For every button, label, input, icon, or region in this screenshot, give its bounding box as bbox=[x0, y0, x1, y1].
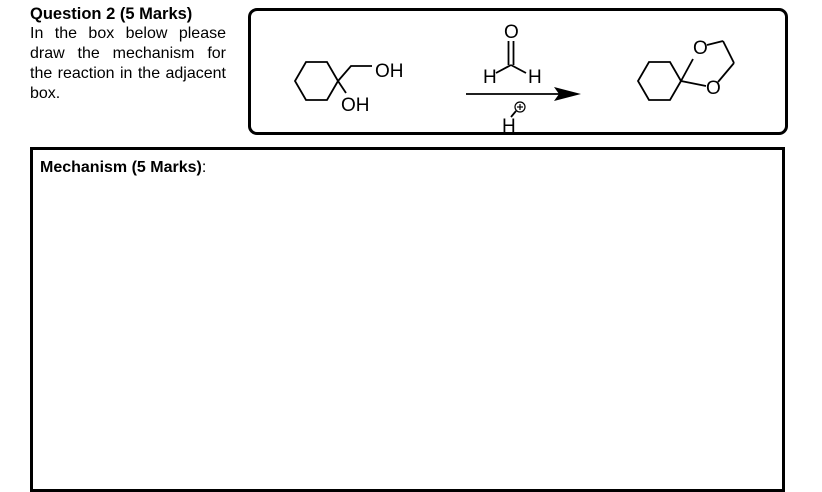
reactant-ch2oh-bond bbox=[337, 65, 372, 82]
mechanism-label: Mechanism (5 Marks): bbox=[40, 158, 206, 178]
mechanism-label-title: Mechanism (5 Marks) bbox=[40, 159, 202, 176]
formaldehyde-bond-right bbox=[510, 64, 527, 74]
question-title: Question 2 (5 Marks) bbox=[30, 5, 193, 23]
reaction-box: OH OH O H H H O O bbox=[248, 8, 788, 137]
product-c-o-top bbox=[680, 58, 694, 82]
catalyst-bond bbox=[510, 110, 517, 118]
product-ch2-o-bottom bbox=[717, 62, 735, 83]
question-text: In the box below please draw the mechani… bbox=[30, 25, 226, 102]
reaction-scheme: OH OH O H H H O O bbox=[293, 22, 735, 137]
positive-charge-circle bbox=[514, 101, 526, 113]
mechanism-label-suffix: : bbox=[201, 159, 207, 176]
formaldehyde-h-left-label: H bbox=[483, 67, 497, 88]
product-o-top-label: O bbox=[693, 38, 708, 59]
reactant-oh-bond bbox=[337, 80, 347, 94]
reactant-oh-top-label: OH bbox=[375, 61, 404, 82]
product-o-ch2-top bbox=[706, 40, 724, 46]
formaldehyde-bond-left bbox=[495, 64, 512, 74]
mechanism-answer-box[interactable]: Mechanism (5 Marks): bbox=[30, 147, 785, 492]
reaction-arrowhead bbox=[554, 87, 581, 101]
product-c-o-bottom bbox=[680, 80, 707, 87]
formaldehyde-o-label: O bbox=[504, 22, 519, 43]
reactant-cyclohexane-ring bbox=[293, 61, 340, 101]
formaldehyde-h-right-label: H bbox=[528, 67, 542, 88]
question-block: Question 2 (5 Marks) In the box below pl… bbox=[30, 4, 226, 104]
reactant-oh-bottom-label: OH bbox=[341, 95, 370, 116]
product-o-bottom-label: O bbox=[706, 78, 721, 99]
product-ch2-ch2 bbox=[722, 40, 735, 64]
catalyst-h-label: H bbox=[502, 116, 516, 137]
product-cyclohexane-ring bbox=[636, 61, 683, 101]
